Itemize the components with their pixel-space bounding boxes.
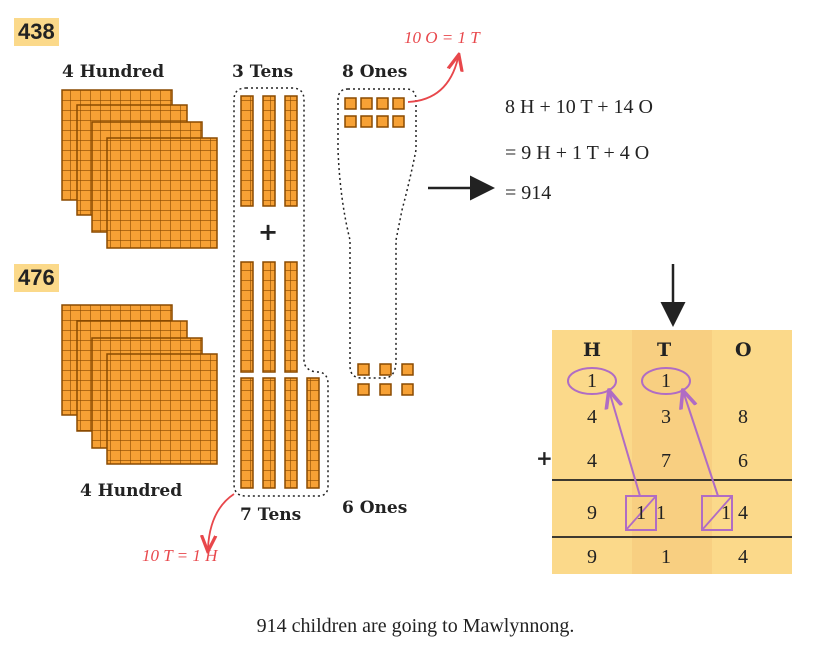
caption: 914 children are going to Mawlynnong. bbox=[256, 615, 575, 637]
ones-cubes-top bbox=[344, 97, 405, 128]
carry-circle-hundreds bbox=[567, 367, 617, 395]
row2-tens: 7 bbox=[661, 450, 671, 472]
tens-rods-middle bbox=[240, 261, 298, 373]
row1-tens: 3 bbox=[661, 406, 671, 428]
tens-label-bottom: 7 Tens bbox=[240, 505, 302, 525]
working-ones-carry: 1 bbox=[721, 502, 731, 524]
ones-label-top: 8 Ones bbox=[342, 62, 408, 82]
carry-arrow-to-hundreds bbox=[610, 394, 641, 497]
equation-line-2: = 9 H + 1 T + 4 O bbox=[505, 142, 650, 164]
ones-cubes-bottom bbox=[357, 363, 414, 396]
row2-ones: 6 bbox=[738, 450, 748, 472]
result-tens: 1 bbox=[661, 546, 671, 568]
exchange-tens-arrow bbox=[208, 493, 235, 548]
row2-hundreds: 4 bbox=[587, 450, 597, 472]
carry-hundreds: 1 bbox=[587, 370, 597, 392]
row1-ones: 8 bbox=[738, 406, 748, 428]
working-ones: 4 bbox=[738, 502, 748, 524]
tens-group-outline bbox=[233, 87, 329, 497]
tens-label-top: 3 Tens bbox=[232, 62, 294, 82]
addition-sign: + bbox=[536, 446, 553, 470]
header-ones: O bbox=[735, 339, 752, 361]
ones-group-outline bbox=[337, 88, 417, 379]
working-tens: 1 bbox=[656, 502, 666, 524]
row1-hundreds: 4 bbox=[587, 406, 597, 428]
exchange-ones-note: 10 O = 1 T bbox=[404, 28, 480, 47]
working-hundreds: 9 bbox=[587, 502, 597, 524]
carry-tens: 1 bbox=[661, 370, 671, 392]
equation-line-3: = 914 bbox=[505, 182, 552, 204]
carry-arrow-to-tens bbox=[684, 394, 719, 497]
crossed-box-tens bbox=[625, 495, 657, 531]
tens-rods-bottom bbox=[240, 377, 320, 489]
exchange-ones-arrow bbox=[407, 58, 458, 103]
exchange-tens-note: 10 T = 1 H bbox=[142, 546, 218, 565]
header-tens: T bbox=[657, 339, 672, 361]
ones-label-bottom: 6 Ones bbox=[342, 498, 408, 518]
header-hundreds: H bbox=[583, 339, 601, 361]
number-476-badge: 476 bbox=[14, 264, 59, 292]
hundreds-flats-top bbox=[61, 89, 218, 249]
result-ones: 4 bbox=[738, 546, 748, 568]
number-438-badge: 438 bbox=[14, 18, 59, 46]
tens-column-shade bbox=[632, 330, 712, 574]
result-hundreds: 9 bbox=[587, 546, 597, 568]
hundreds-label-bottom: 4 Hundred bbox=[80, 481, 183, 501]
hundreds-label-top: 4 Hundred bbox=[62, 62, 165, 82]
carry-circle-tens bbox=[641, 367, 691, 395]
hundreds-flats-bottom bbox=[61, 304, 218, 465]
equation-line-1: 8 H + 10 T + 14 O bbox=[505, 96, 653, 118]
plus-sign: + bbox=[258, 218, 279, 246]
tens-rods-top bbox=[240, 95, 298, 207]
working-tens-carry: 1 bbox=[636, 502, 646, 524]
